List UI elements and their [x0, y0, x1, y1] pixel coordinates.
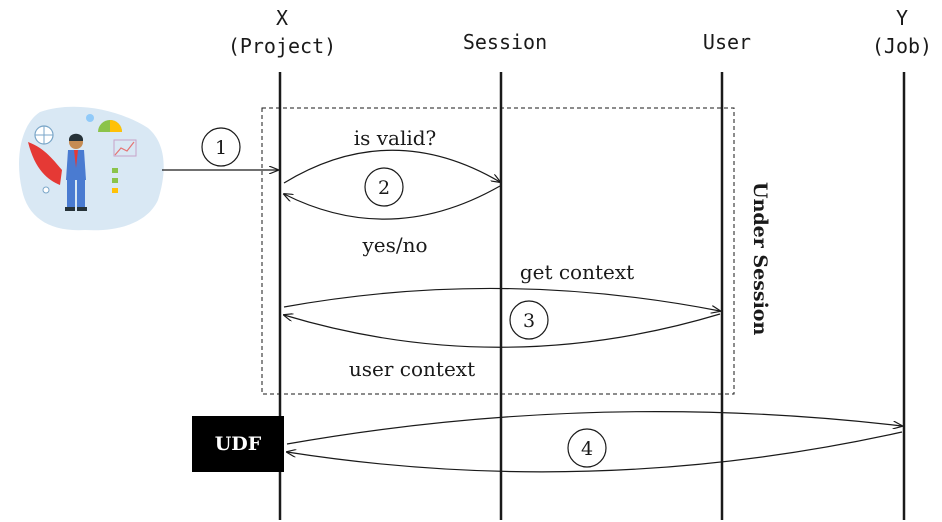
step-1-circle — [201, 127, 241, 167]
step-4-circle — [567, 428, 607, 468]
step-2-circle — [364, 167, 404, 207]
step-4-label: 4 — [581, 438, 593, 460]
message-yes-no-label: yes/no — [361, 233, 427, 257]
actor-illustration — [19, 106, 164, 231]
message-is-valid-label: is valid? — [354, 126, 437, 150]
udf-box — [192, 416, 284, 472]
message-user-context-arrow — [284, 314, 721, 348]
message-yes-no-arrow — [284, 185, 501, 220]
lifeline-x-subtitle: (Project) — [228, 34, 336, 58]
message-4-return-arrow — [287, 431, 903, 473]
message-get-context-arrow — [283, 287, 720, 311]
message-get-context-label: get context — [520, 260, 634, 284]
message-4-forward-arrow — [286, 411, 902, 445]
under-session-label: Under Session — [749, 182, 771, 335]
message-user-context-label: user context — [349, 357, 475, 381]
lifeline-y-subtitle: (Job) — [872, 34, 932, 58]
lifeline-y-title: Y — [896, 6, 908, 30]
lifeline-session-title: Session — [463, 30, 547, 54]
message-is-valid-arrow — [283, 149, 500, 184]
lifeline-user-title: User — [703, 30, 751, 54]
step-3-label: 3 — [523, 310, 535, 332]
under-session-group-box — [261, 107, 735, 395]
step-3-circle — [509, 300, 549, 340]
step-1-label: 1 — [215, 137, 227, 159]
step-2-label: 2 — [378, 177, 390, 199]
udf-label: UDF — [215, 433, 262, 455]
lifeline-x-title: X — [276, 6, 288, 30]
